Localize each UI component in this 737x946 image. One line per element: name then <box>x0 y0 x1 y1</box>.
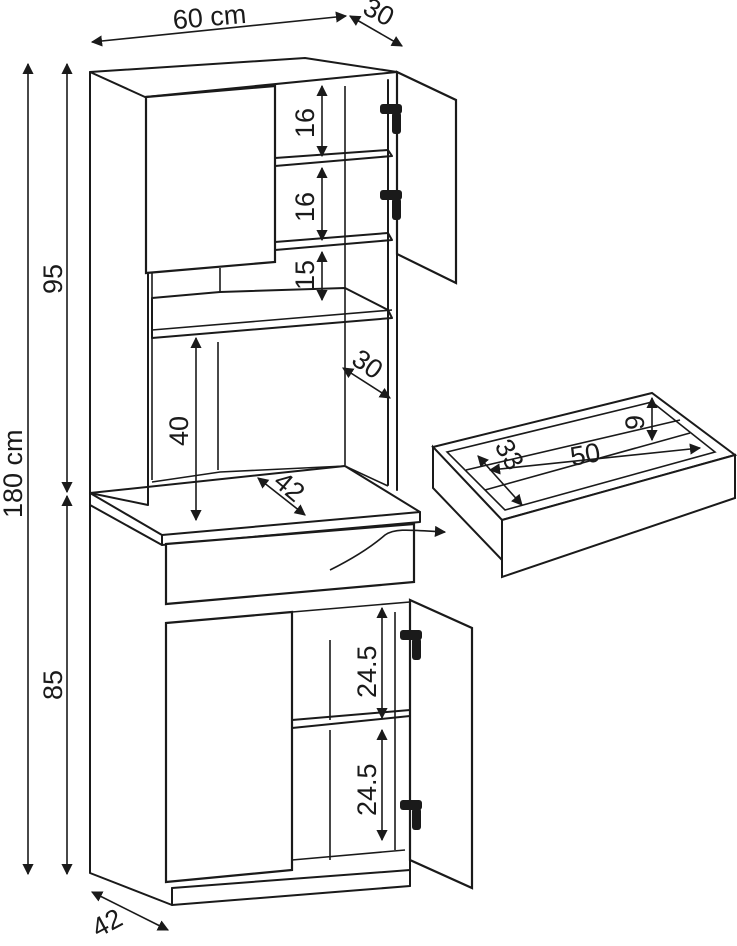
upper-left-door <box>144 84 277 275</box>
lower-left-door <box>164 610 294 884</box>
lower-right-door <box>408 598 474 890</box>
cabinet-body <box>89 57 421 906</box>
shelf-lower-2-label: 24.5 <box>352 763 382 816</box>
height-lower-label: 85 <box>38 670 68 700</box>
shelf-lower-1-label: 24.5 <box>352 645 382 698</box>
depth-top-label: 30 <box>358 0 399 32</box>
shelf-upper-2-label: 16 <box>290 192 320 222</box>
hinge-icon <box>380 104 422 830</box>
drawer-arrow <box>329 525 447 571</box>
drawer-height-label: 9 <box>620 415 650 430</box>
upper-right-door <box>395 70 458 285</box>
niche-depth-label: 30 <box>347 343 389 385</box>
shelf-upper-1-label: 16 <box>290 108 320 138</box>
height-total-label: 180 cm <box>0 429 28 518</box>
worktop-depth-label: 42 <box>268 466 310 508</box>
dimension-lines <box>22 11 702 931</box>
depth-bottom-label: 42 <box>87 903 128 944</box>
height-upper-label: 95 <box>38 264 68 294</box>
width-label: 60 cm <box>172 0 248 35</box>
niche-height-label: 40 <box>164 416 194 446</box>
shelf-upper-3-label: 15 <box>290 260 320 290</box>
drawer-detail <box>431 391 737 579</box>
drawer-width-label: 50 <box>568 437 603 472</box>
